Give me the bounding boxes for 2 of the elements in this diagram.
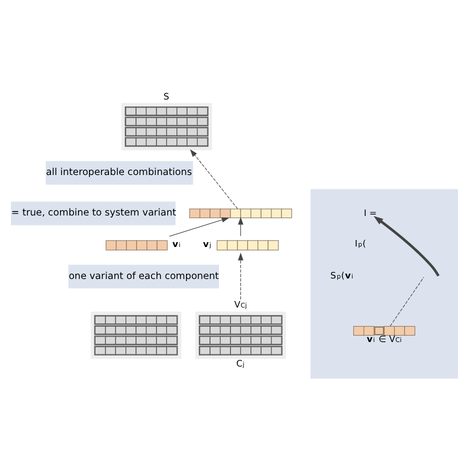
node-label: S	[163, 92, 170, 102]
node-text: I =	[364, 208, 377, 219]
